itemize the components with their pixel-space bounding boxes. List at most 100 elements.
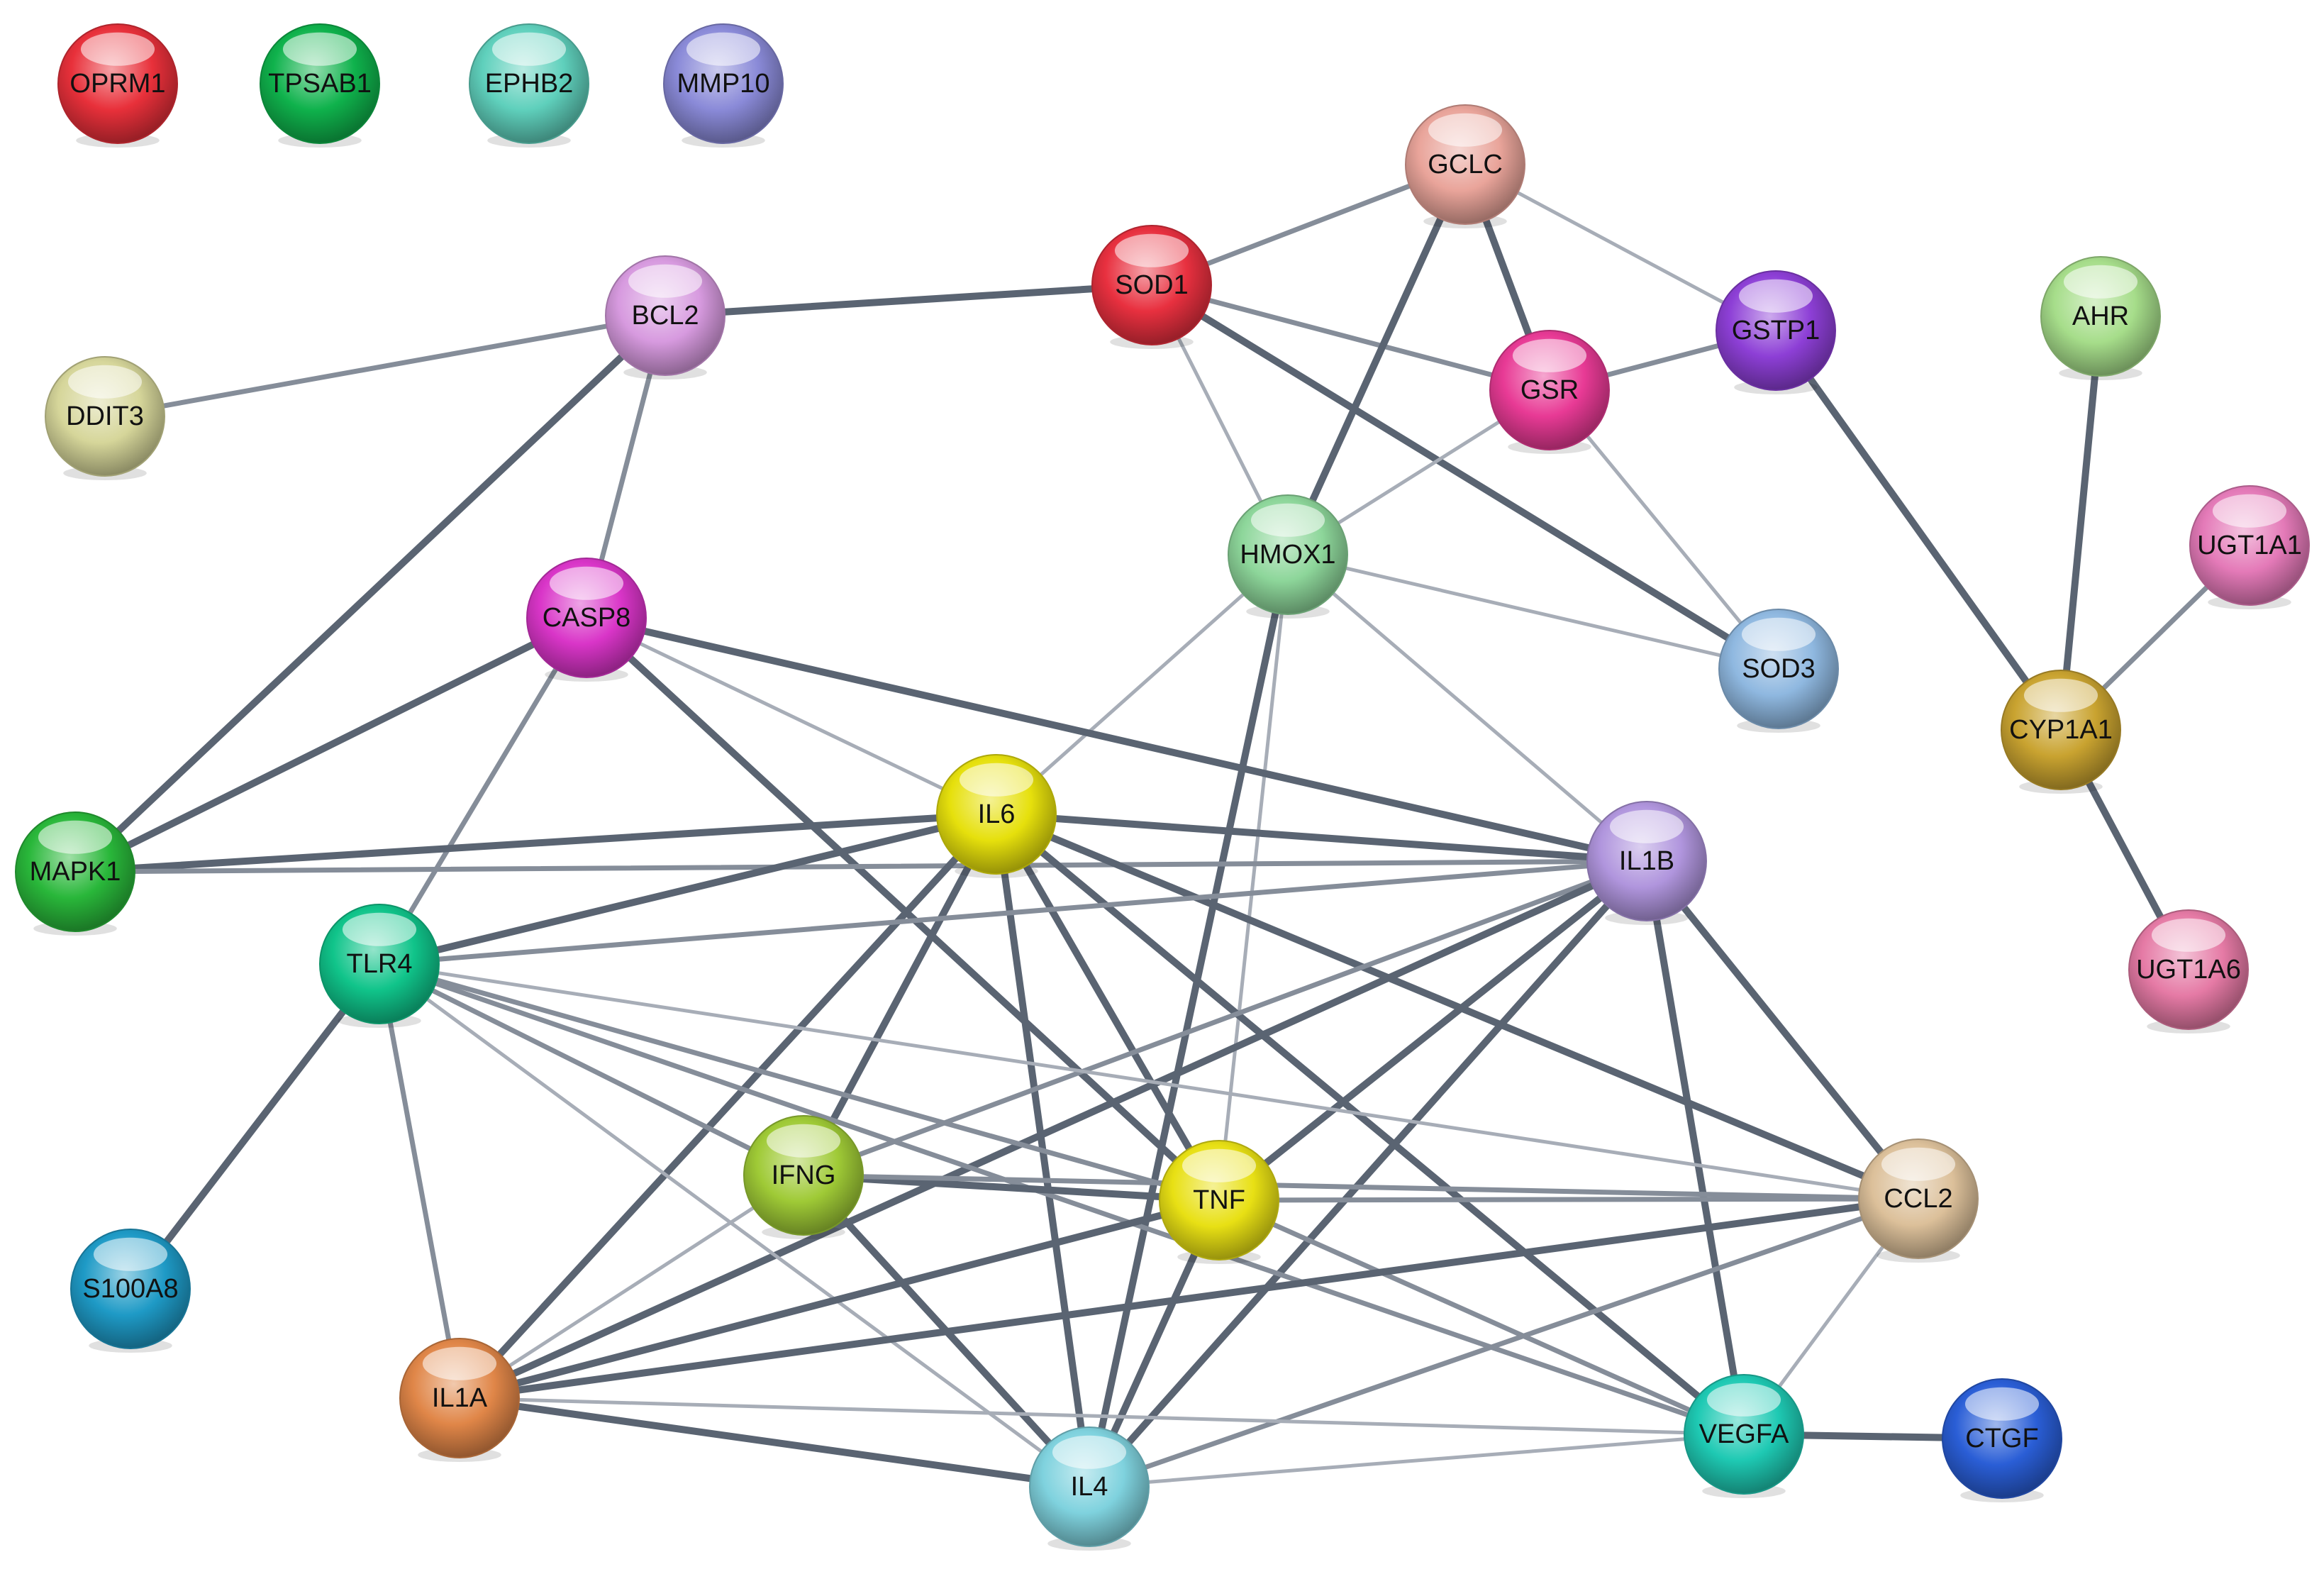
edge-il1a-il4 bbox=[456, 1395, 1093, 1490]
node-label: CYP1A1 bbox=[2009, 715, 2113, 745]
node-label: SOD1 bbox=[1115, 270, 1188, 300]
edge-sod1-sod3 bbox=[1148, 282, 1782, 672]
edge-ccl2-il1a bbox=[456, 1195, 1922, 1402]
edge-tlr4-s100a8 bbox=[127, 960, 383, 1292]
edge-gstp1-cyp1a1 bbox=[1772, 327, 2064, 733]
edge-tnf-il1a bbox=[456, 1197, 1223, 1402]
node-label: VEGFA bbox=[1699, 1419, 1789, 1449]
edge-hmox1-tnf bbox=[1217, 553, 1290, 1202]
node-label: TPSAB1 bbox=[268, 69, 372, 99]
node-highlight bbox=[282, 32, 357, 66]
edge-casp8-tlr4 bbox=[377, 615, 589, 967]
node-ifng[interactable]: IFNG bbox=[743, 1115, 864, 1239]
node-mapk1[interactable]: MAPK1 bbox=[15, 811, 135, 936]
node-ugt1a6[interactable]: UGT1A6 bbox=[2128, 909, 2249, 1034]
edge-tlr4-ifng bbox=[377, 961, 806, 1178]
node-highlight bbox=[1182, 1148, 1257, 1182]
node-label: BCL2 bbox=[631, 301, 699, 331]
node-gclc[interactable]: GCLC bbox=[1405, 104, 1525, 228]
node-label: UGT1A6 bbox=[2136, 955, 2241, 985]
edge-il6-tnf bbox=[993, 811, 1223, 1204]
edge-casp8-il6 bbox=[584, 616, 999, 816]
edge-hmox1-il4 bbox=[1086, 551, 1291, 1490]
edge-il1b-tnf bbox=[1216, 858, 1650, 1204]
node-highlight bbox=[1114, 233, 1189, 267]
node-highlight bbox=[2151, 918, 2226, 952]
node-gstp1[interactable]: GSTP1 bbox=[1716, 270, 1836, 394]
node-label: GCLC bbox=[1428, 150, 1503, 179]
node-tnf[interactable]: TNF bbox=[1159, 1140, 1279, 1264]
node-highlight bbox=[1964, 1387, 2040, 1421]
node-sod3[interactable]: SOD3 bbox=[1718, 609, 1839, 733]
edge-tlr4-tnf bbox=[377, 961, 1222, 1203]
node-label: OPRM1 bbox=[70, 69, 165, 99]
node-highlight bbox=[1428, 113, 1503, 147]
node-label: CTGF bbox=[1965, 1424, 2038, 1453]
node-highlight bbox=[80, 32, 155, 66]
node-vegfa[interactable]: VEGFA bbox=[1684, 1374, 1804, 1498]
node-label: TLR4 bbox=[347, 949, 413, 979]
node-highlight bbox=[1741, 617, 1816, 651]
node-highlight bbox=[93, 1237, 168, 1271]
node-ahr[interactable]: AHR bbox=[2040, 256, 2161, 380]
node-il1b[interactable]: IL1B bbox=[1586, 801, 1707, 925]
node-highlight bbox=[2063, 265, 2138, 299]
node-ctgf[interactable]: CTGF bbox=[1942, 1378, 2062, 1502]
node-il6[interactable]: IL6 bbox=[936, 754, 1057, 878]
edge-ifng-ccl2 bbox=[801, 1173, 1921, 1202]
node-highlight bbox=[38, 820, 113, 854]
edge-hmox1-il6 bbox=[994, 553, 1290, 816]
node-ugt1a1[interactable]: UGT1A1 bbox=[2189, 485, 2310, 609]
node-cyp1a1[interactable]: CYP1A1 bbox=[2001, 670, 2121, 794]
node-ccl2[interactable]: CCL2 bbox=[1858, 1138, 1979, 1263]
edge-il6-il1a bbox=[456, 811, 1000, 1402]
node-label: SOD3 bbox=[1742, 654, 1815, 684]
node-ephb2[interactable]: EPHB2 bbox=[469, 23, 589, 148]
node-s100a8[interactable]: S100A8 bbox=[70, 1229, 191, 1353]
node-highlight bbox=[67, 365, 143, 399]
node-highlight bbox=[342, 912, 417, 946]
node-label: TNF bbox=[1193, 1185, 1245, 1215]
node-ddit3[interactable]: DDIT3 bbox=[45, 356, 165, 480]
edge-tlr4-il1a bbox=[377, 961, 462, 1401]
node-gsr[interactable]: GSR bbox=[1489, 330, 1610, 454]
node-tlr4[interactable]: TLR4 bbox=[319, 904, 440, 1028]
edge-gclc-hmox1 bbox=[1284, 161, 1469, 558]
edge-il6-ifng bbox=[800, 811, 1000, 1179]
edge-il1b-ccl2 bbox=[1643, 858, 1922, 1202]
node-mmp10[interactable]: MMP10 bbox=[663, 23, 784, 148]
node-il4[interactable]: IL4 bbox=[1029, 1426, 1150, 1551]
node-highlight bbox=[1609, 809, 1684, 843]
node-label: IL4 bbox=[1071, 1472, 1108, 1502]
node-hmox1[interactable]: HMOX1 bbox=[1228, 494, 1348, 619]
edge-vegfa-il4 bbox=[1087, 1432, 1746, 1489]
edge-il1b-vegfa bbox=[1643, 858, 1747, 1438]
edge-mapk1-il1b bbox=[72, 858, 1650, 875]
node-label: CCL2 bbox=[1884, 1184, 1952, 1214]
node-il1a[interactable]: IL1A bbox=[399, 1338, 520, 1462]
edge-sod1-gsr bbox=[1149, 282, 1552, 393]
node-highlight bbox=[766, 1124, 841, 1158]
node-highlight bbox=[1706, 1383, 1781, 1417]
edge-tnf-vegfa bbox=[1216, 1197, 1747, 1437]
node-label: AHR bbox=[2072, 301, 2129, 331]
edge-tlr4-il4 bbox=[377, 962, 1091, 1489]
node-label: IFNG bbox=[772, 1160, 836, 1190]
node-tpsab1[interactable]: TPSAB1 bbox=[260, 23, 380, 148]
node-label: IL1A bbox=[432, 1383, 488, 1413]
edge-il1b-il1a bbox=[456, 858, 1650, 1402]
node-oprm1[interactable]: OPRM1 bbox=[57, 23, 178, 148]
node-highlight bbox=[1738, 279, 1813, 313]
edge-il6-vegfa bbox=[993, 811, 1747, 1438]
edge-il6-il1b bbox=[993, 811, 1650, 865]
node-label: S100A8 bbox=[82, 1274, 178, 1304]
node-label: UGT1A1 bbox=[2197, 531, 2302, 560]
node-highlight bbox=[628, 264, 703, 298]
node-sod1[interactable]: SOD1 bbox=[1091, 225, 1212, 349]
node-casp8[interactable]: CASP8 bbox=[526, 558, 647, 682]
node-highlight bbox=[549, 566, 624, 600]
node-bcl2[interactable]: BCL2 bbox=[605, 255, 725, 379]
edge-tlr4-ccl2 bbox=[377, 962, 1920, 1201]
node-label: HMOX1 bbox=[1240, 540, 1335, 570]
